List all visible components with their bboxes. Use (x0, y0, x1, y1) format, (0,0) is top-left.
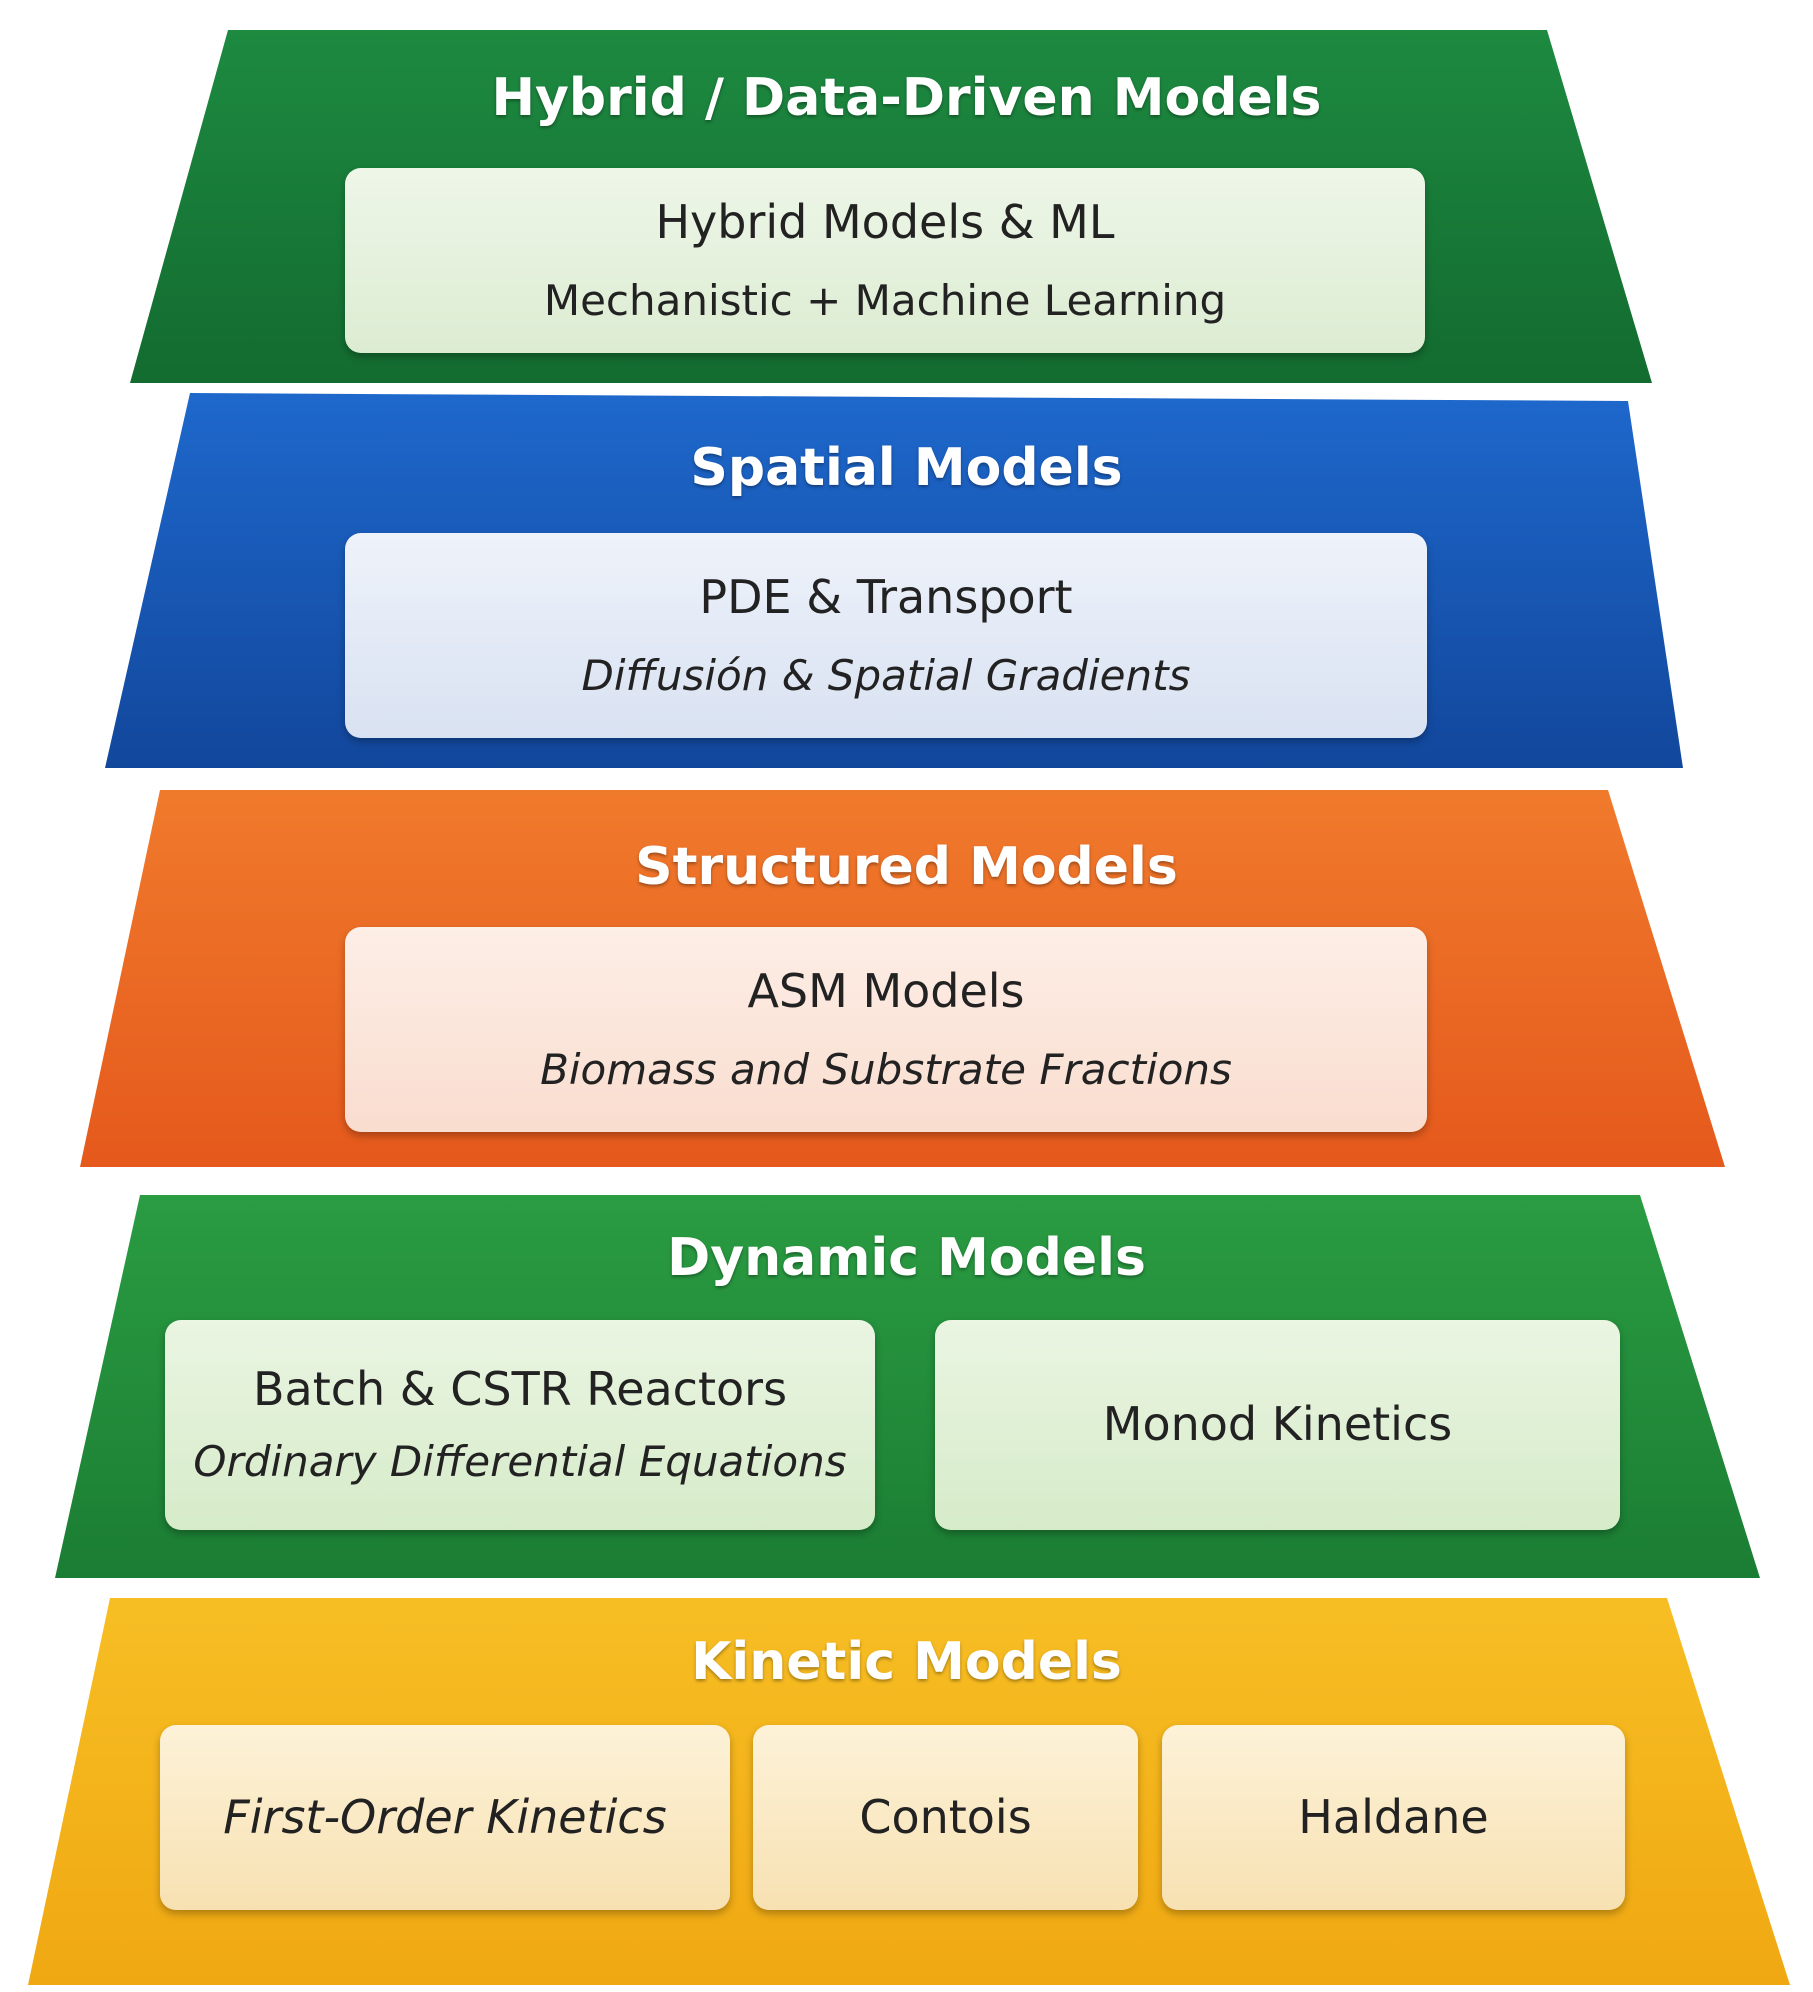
layer-spatial: Spatial Models PDE & Transport Diffusión… (0, 393, 1813, 768)
model-box-first-order-kinetics: First-Order Kinetics (160, 1725, 730, 1910)
model-box-asm-models: ASM Models Biomass and Substrate Fractio… (345, 927, 1427, 1132)
layer-title: Structured Models (635, 837, 1178, 897)
box-main-label: ASM Models (747, 963, 1025, 1018)
box-main-label: Batch & CSTR Reactors (252, 1362, 788, 1417)
layer-hybrid-data-driven: Hybrid / Data-Driven Models Hybrid Model… (0, 30, 1813, 385)
layer-title: Hybrid / Data-Driven Models (491, 68, 1322, 128)
layer-title: Spatial Models (690, 438, 1123, 498)
layer-title: Dynamic Models (667, 1228, 1146, 1288)
box-main-label: Hybrid Models & ML (655, 194, 1115, 249)
layer-title: Kinetic Models (691, 1632, 1122, 1692)
box-main-label: PDE & Transport (699, 569, 1073, 624)
model-box-haldane: Haldane (1162, 1725, 1625, 1910)
model-box-batch-cstr: Batch & CSTR Reactors Ordinary Different… (165, 1320, 875, 1530)
box-main-label: Monod Kinetics (1102, 1397, 1453, 1452)
box-main-label: First-Order Kinetics (223, 1789, 667, 1844)
model-box-monod-kinetics: Monod Kinetics (935, 1320, 1620, 1530)
box-sub-label: Mechanistic + Machine Learning (543, 275, 1227, 325)
model-box-pde-transport: PDE & Transport Diffusión & Spatial Grad… (345, 533, 1427, 738)
layer-dynamic: Dynamic Models Batch & CSTR Reactors Ord… (0, 1170, 1813, 1585)
layer-kinetic: Kinetic Models First-Order Kinetics Cont… (0, 1590, 1813, 1992)
box-main-label: Contois (859, 1789, 1032, 1844)
box-sub-label: Biomass and Substrate Fractions (540, 1044, 1232, 1094)
model-box-contois: Contois (753, 1725, 1138, 1910)
layer-structured: Structured Models ASM Models Biomass and… (0, 772, 1813, 1167)
box-main-label: Haldane (1298, 1789, 1489, 1844)
model-box-hybrid-ml: Hybrid Models & ML Mechanistic + Machine… (345, 168, 1425, 353)
box-sub-label: Ordinary Differential Equations (193, 1437, 847, 1487)
box-sub-label: Diffusión & Spatial Gradients (581, 650, 1191, 700)
